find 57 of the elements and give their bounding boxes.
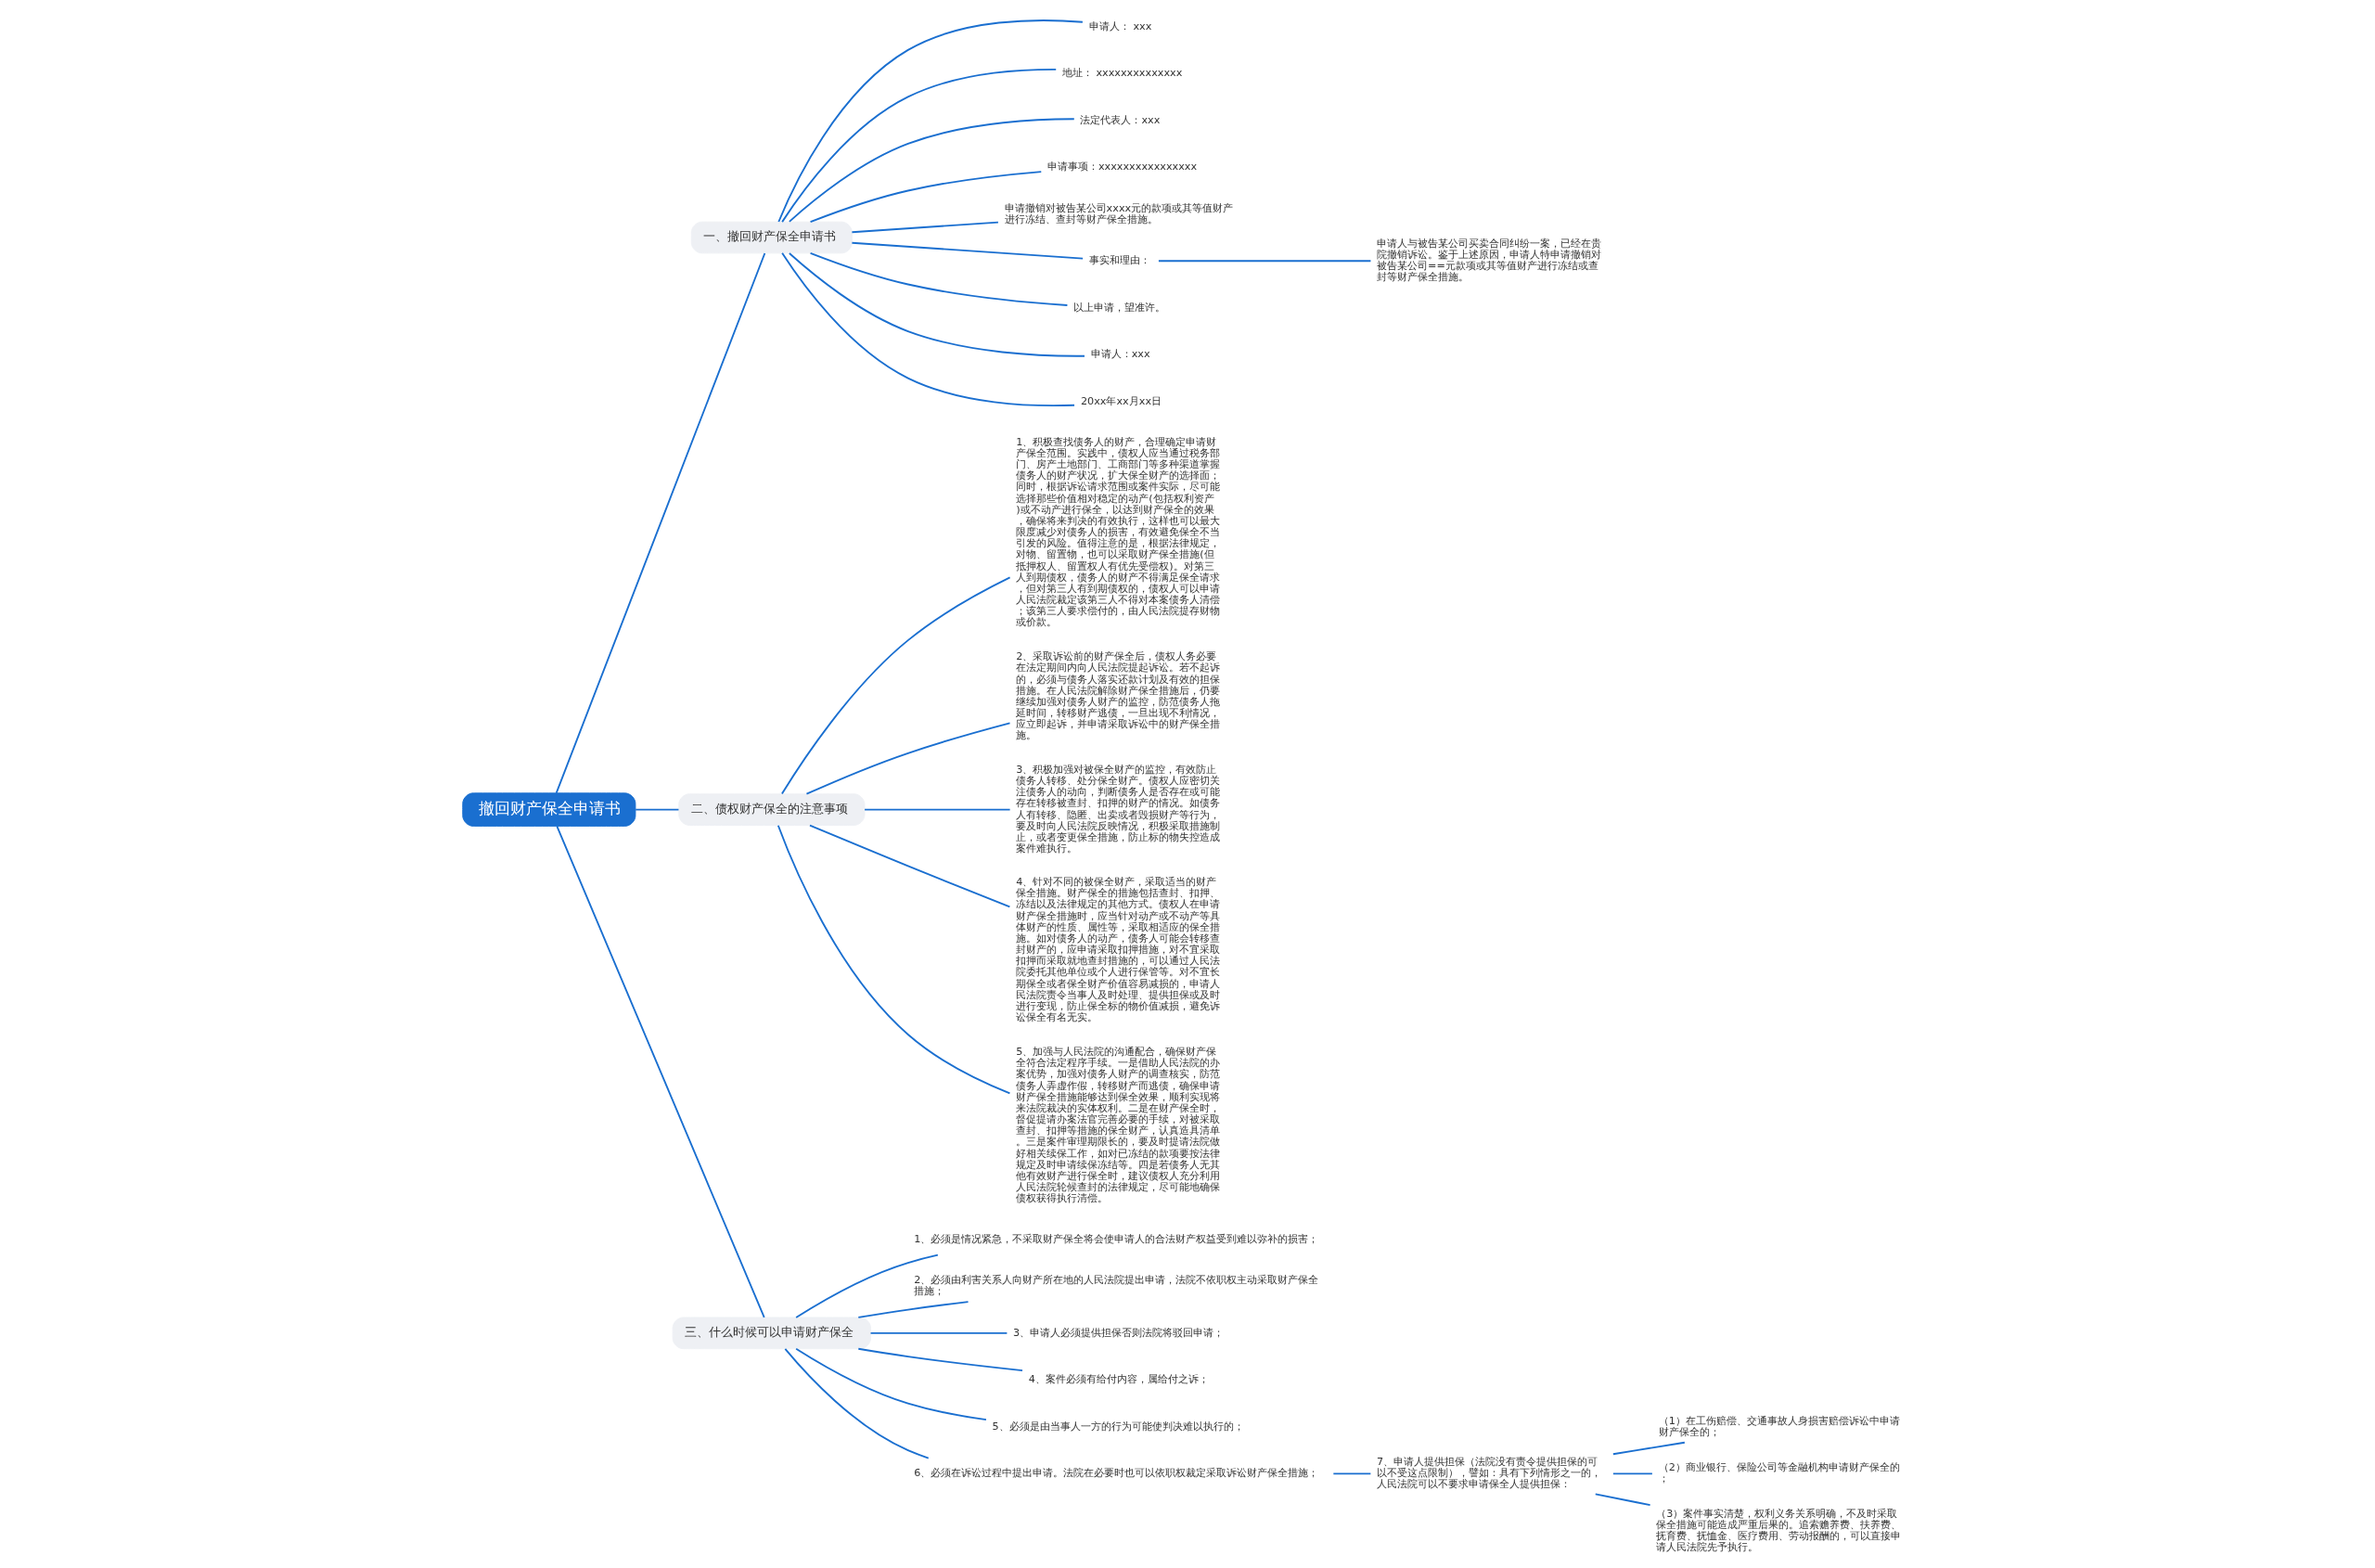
connector: [1157, 260, 1371, 263]
connector: [805, 722, 1010, 795]
connector: [808, 824, 1010, 908]
connector: [809, 251, 1068, 306]
connector: [794, 1253, 939, 1318]
node-text: 2、采取诉讼前的财产保全后，债权人务必要在法定期间内向人民法院提起诉讼。若不起诉的，必须与债务人落实还款计划及有效的担保措施。在人民法院解除财产保全措施后，仍要继续加强对债务人财产的监控，防范债务人拖延时间，转移财产逃债，一旦出现不利情况，应立即起诉，并申请采取诉讼中的财产保全措施。: [1015, 650, 1220, 742]
node-text: （2）商业银行、保险公司等金融机构申请财产保全的；: [1658, 1461, 1900, 1485]
connector: [788, 118, 1075, 223]
node-text: 1、必须是情况紧急，不采取财产保全将会使申请人的合法财产权益受到难以弥补的损害；: [913, 1232, 1318, 1245]
connector: [1331, 1472, 1371, 1475]
node-text: 7、申请人提供担保（法院没有责令提供担保的可以不受这点限制），譬如：具有下列情形之一的，人民法院可以不要求申请保全人提供担保：: [1376, 1456, 1601, 1491]
node-text: 申请人与被告某公司买卖合同纠纷一案，已经在贵院撤销诉讼。鉴于上述原因，申请人特申请撤销对被告某公司==元款项或其等值财产进行冻结或查封等财产保全措施。: [1376, 237, 1601, 284]
connector: [788, 252, 1085, 357]
connector: [780, 576, 1011, 795]
connector: [850, 241, 1084, 260]
connector: [555, 825, 765, 1318]
connector: [777, 19, 1084, 223]
connector: [783, 1348, 930, 1459]
connector: [856, 1347, 1023, 1371]
node-text: 3、申请人必须提供担保否则法院将驳回申请；: [1012, 1326, 1224, 1339]
connector: [780, 251, 1075, 407]
node-text: 5、必须是由当事人一方的行为可能使判决难以执行的；: [992, 1420, 1244, 1433]
node-text: 20xx年xx月xx日: [1080, 394, 1162, 407]
node-text: 申请人：xxx: [1090, 348, 1150, 361]
node-text: 事实和理由：: [1088, 254, 1150, 267]
node-text: 地址： xxxxxxxxxxxxxx: [1061, 67, 1182, 80]
node-box: 三、什么时候可以申请财产保全: [672, 1317, 871, 1350]
node-text: 1、积极查找债务人的财产，合理确定申请财产保全范围。实践中，债权人应当通过税务部门、房产土地部门、工商部门等多种渠道掌握债务人的财产状况，扩大保全财产的选择面；同时，根据诉讼请求范围或案件实际，尽可能选择那些价值相对稳定的动产(包括权利资产)或不动产进行保全，以达到财产保全的效果，确保将来判决的有效执行，这样也可以最大限度减少对债务人的损害，有效避免保全不当引发的风险。值得注意的是，根据法律规定，对物、留置物，也可以采取财产保全措施(但抵押权人、留置权人有优先受偿权)。对第三人到期债权，债务人的财产不得满足保全请求，但对第三人有到期债权的，债权人可以申请人民法院裁定该第三人不得对本案债务人清偿；该第三人要求偿付的，由人民法院提存财物或价款。: [1015, 435, 1220, 629]
node-box: 二、债权财产保全的注意事项: [677, 793, 865, 826]
node-text: （3）案件事实清楚，权利义务关系明确，不及时采取保全措施可能造成严重后果的。追索赡养费、扶养费、抚育费、抚恤金、医疗费用、劳动报酬的，可以直接申请人民法院先予执行。: [1655, 1507, 1901, 1554]
connector: [555, 252, 765, 794]
connector: [850, 221, 999, 234]
connector: [780, 68, 1057, 224]
node-text: 申请事项：xxxxxxxxxxxxxxxx: [1046, 161, 1197, 174]
connector: [856, 1301, 969, 1318]
connector: [809, 171, 1042, 224]
connector: [863, 808, 1011, 811]
node-text: 以上申请，望准许。: [1072, 301, 1165, 314]
node-text: 申请撤销对被告某公司xxxx元的款项或其等值财产进行冻结、查封等财产保全措施。: [1004, 201, 1233, 225]
connector: [1611, 1472, 1653, 1475]
node-box: 一、撤回财产保全申请书: [690, 221, 853, 254]
connector: [1594, 1493, 1651, 1507]
node-text: 3、积极加强对被保全财产的监控，有效防止债务人转移、处分保全财产。债权人应密切关注债务人的动向，判断债务人是否存在或可能存在转移被查封、扣押的财产的情况。如债务人有转移、隐匿、出卖或者毁损财产等行为，要及时向人民法院反映情况，积极采取措施制止，或者变更保全措施，防止标的物失控造成案件难执行。: [1015, 763, 1220, 855]
connector: [869, 1331, 1008, 1334]
node-text: 2、必须由利害关系人向财产所在地的人民法院提出申请，法院不依职权主动采取财产保全措施；: [913, 1274, 1318, 1298]
node-text: 4、针对不同的被保全财产，采取适当的财产保全措施。财产保全的措施包括查封、扣押、冻结以及法律规定的其他方式。债权人在申请财产保全措施时，应当针对动产或不动产等具体财产的性质、属性等，采取相适应的保全措施。如对债务人的动产，债务人可能会转移查封财产的，应申请采取扣押措施，对不宜采取扣押而采取就地查封措施的，可以通过人民法院委托其他单位或个人进行保管等。对不宜长期保全或者保全财产价值容易减损的，申请人民法院责令当事人及时处理、提供担保或及时进行变现，防止保全标的物价值减损，避免诉讼保全有名无实。: [1015, 876, 1220, 1024]
node-text: 申请人： xxx: [1088, 19, 1151, 32]
node-text: 4、案件必须有给付内容，属给付之诉；: [1028, 1373, 1209, 1386]
node-text: 6、必须在诉讼过程中提出申请。法院在必要时也可以依职权裁定采取诉讼财产保全措施；: [913, 1467, 1318, 1480]
connector: [777, 824, 1010, 1095]
node-text: 5、加强与人民法院的沟通配合，确保财产保全符合法定程序手续。一是借助人民法院的办案优势，加强对债务人财产的调查核实，防范债务人弄虚作假，转移财产而逃债，确保申请财产保全措施能够达到保全效果，顺利实现将来法院裁决的实体权利。二是在财产保全时，督促提请办案法官完善必要的手续，对被采取查封、扣押等措施的保全财产，认真造具清单。三是案件审理期限长的，要及时提请法院做好相关续保工作，如对已冻结的款项要按法律规定及时申请续保冻结等。四是若债务人无其他有效财产进行保全时，建议债权人充分利用人民法院轮候查封的法律规定，尽可能地确保债权获得执行清偿。: [1015, 1046, 1220, 1205]
node-box: 撤回财产保全申请书: [461, 792, 635, 827]
connector: [634, 808, 679, 811]
node-text: （1）在工伤赔偿、交通事故人身损害赔偿诉讼中申请财产保全的；: [1658, 1414, 1900, 1438]
connector: [794, 1347, 987, 1420]
connector: [1611, 1441, 1686, 1456]
node-text: 法定代表人：xxx: [1079, 113, 1160, 126]
